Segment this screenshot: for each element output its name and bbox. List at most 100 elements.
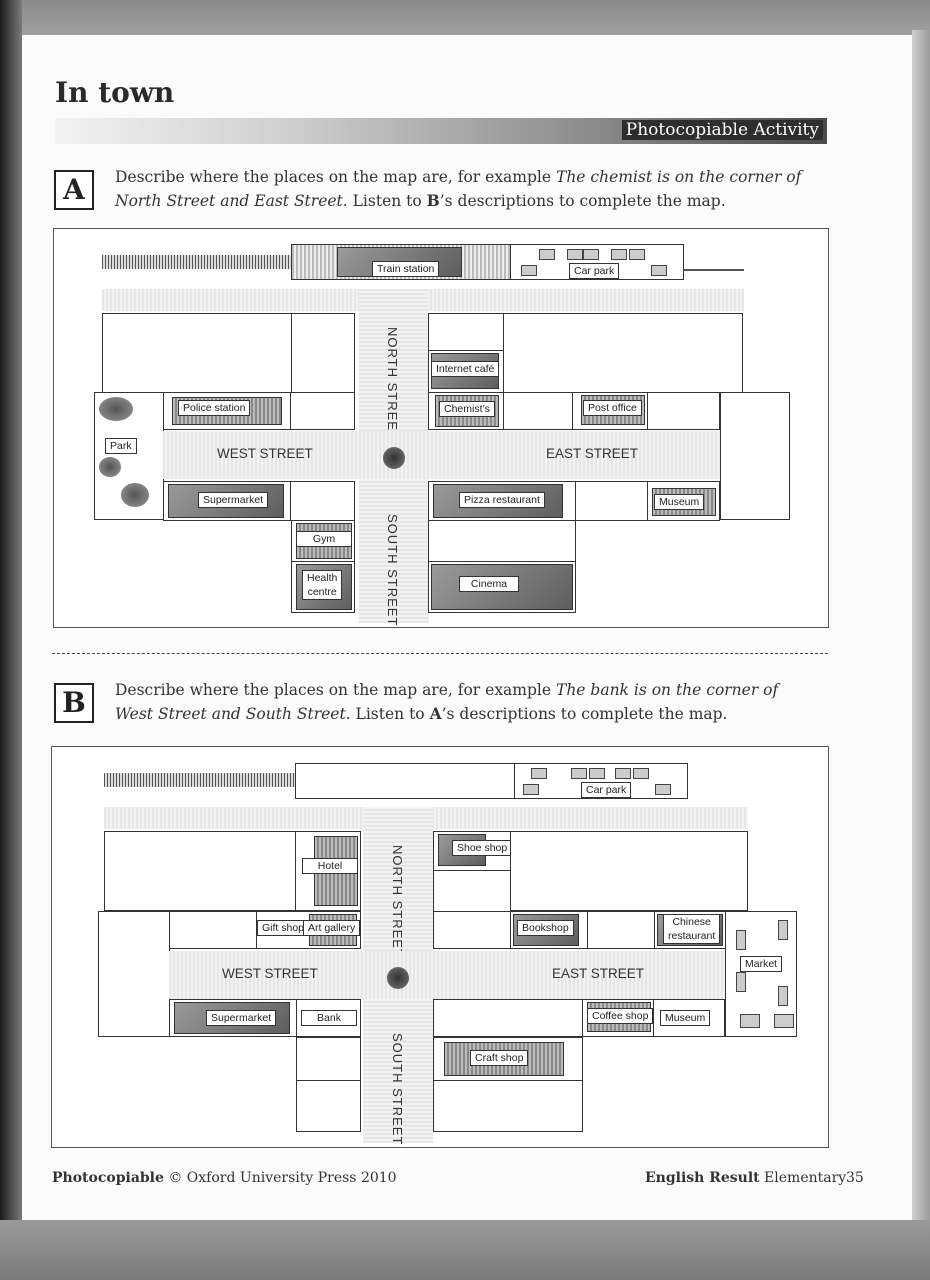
roundabout-icon	[383, 447, 405, 469]
chemists-label: Chemist’s	[439, 401, 495, 417]
bank-block: Bank	[296, 999, 361, 1037]
stall-icon	[774, 1014, 794, 1028]
car-park-block: Car park	[514, 763, 688, 799]
museum-building	[652, 488, 716, 516]
art-gallery-label: Art gallery	[303, 920, 361, 936]
supermarket-block: Supermarket	[163, 481, 291, 521]
pizza-restaurant-block: Pizza restaurant	[428, 481, 576, 521]
car-icon	[531, 768, 547, 779]
block	[428, 313, 504, 351]
east-street-label: EAST STREET	[552, 966, 645, 981]
museum-block: Museum	[647, 481, 720, 521]
block	[296, 1037, 361, 1081]
gym-label: Gym	[296, 531, 352, 547]
car-icon	[583, 249, 599, 260]
block	[296, 1080, 361, 1132]
footer-book-title: English Result Elementary	[645, 1170, 847, 1186]
cinema-block: Cinema	[428, 561, 576, 613]
cinema-label: Cinema	[459, 576, 519, 592]
section-b-instructions: Describe where the places on the map are…	[115, 681, 779, 723]
car-icon	[521, 265, 537, 276]
internet-cafe-label: Internet café	[431, 361, 500, 377]
stall-icon	[778, 986, 788, 1006]
section-b-letter: B	[54, 683, 94, 723]
bookshop-label: Bookshop	[517, 920, 574, 936]
chemists-block: Chemist’s	[428, 392, 504, 430]
block	[291, 313, 355, 393]
south-street-label: SOUTH STREET	[390, 1033, 405, 1146]
car-park-label: Car park	[581, 782, 632, 798]
scan-binding-shadow	[0, 0, 22, 1280]
railway-track	[104, 773, 296, 787]
scan-page-edge	[912, 30, 930, 1220]
train-station-label: Train station	[372, 261, 440, 277]
car-icon	[615, 768, 631, 779]
park-label: Park	[105, 438, 137, 454]
block	[720, 392, 790, 520]
map-b: Car park Hotel NORTH STREET Shoe shop Gi…	[51, 746, 829, 1148]
car-park-block: Car park	[510, 244, 684, 280]
car-icon	[567, 249, 583, 260]
car-icon	[629, 249, 645, 260]
pizza-restaurant-label: Pizza restaurant	[459, 492, 545, 508]
section-a-instructions: Describe where the places on the map are…	[115, 168, 802, 210]
car-icon	[633, 768, 649, 779]
car-icon	[611, 249, 627, 260]
internet-cafe-block: Internet café	[428, 350, 504, 394]
supermarket-block: Supermarket	[169, 999, 297, 1037]
car-icon	[571, 768, 587, 779]
scan-bottom-margin	[0, 1220, 930, 1280]
page-title: In town	[55, 76, 175, 109]
west-street-label: WEST STREET	[217, 446, 313, 461]
car-icon	[539, 249, 555, 260]
block	[647, 392, 720, 430]
block	[104, 831, 296, 911]
police-station-label: Police station	[178, 400, 251, 416]
block	[510, 831, 748, 911]
block	[503, 392, 573, 430]
page-number: 35	[846, 1170, 864, 1186]
shoe-shop-block: Shoe shop	[433, 831, 513, 871]
stall-icon	[740, 1014, 760, 1028]
block	[98, 911, 170, 1037]
museum-label: Museum	[654, 494, 705, 510]
block	[575, 481, 648, 521]
block	[290, 481, 355, 521]
block	[428, 520, 576, 562]
museum-block: Museum	[653, 999, 725, 1037]
tree-icon	[99, 457, 121, 477]
east-west-road	[169, 951, 725, 999]
coffee-shop-label: Coffee shop	[587, 1008, 654, 1024]
roundabout-icon	[387, 967, 409, 989]
tree-icon	[121, 483, 149, 507]
north-street-label: NORTH STREET	[390, 845, 405, 958]
stall-icon	[736, 930, 746, 950]
east-street-label: EAST STREET	[546, 446, 639, 461]
gym-block: Gym	[291, 520, 355, 562]
block	[503, 313, 743, 393]
park-block: Park	[94, 392, 164, 520]
market-block: Market	[725, 911, 797, 1037]
banner-label: Photocopiable Activity	[621, 120, 823, 140]
block	[102, 313, 292, 393]
tree-icon	[99, 397, 133, 421]
block	[587, 911, 655, 949]
railway-track	[102, 255, 292, 269]
activity-banner: Photocopiable Activity	[55, 118, 827, 144]
block	[433, 870, 511, 912]
car-icon	[523, 784, 539, 795]
rail-line	[684, 269, 744, 271]
train-station-block	[295, 763, 515, 799]
supermarket-label: Supermarket	[206, 1010, 277, 1026]
block	[433, 999, 583, 1037]
craft-shop-label: Craft shop	[470, 1050, 529, 1066]
coffee-shop-block: Coffee shop	[582, 999, 654, 1037]
south-street-label: SOUTH STREET	[385, 514, 400, 627]
car-icon	[589, 768, 605, 779]
gift-shop-art-gallery-block: Gift shop Art gallery	[256, 911, 361, 949]
section-a-letter: A	[54, 170, 94, 210]
